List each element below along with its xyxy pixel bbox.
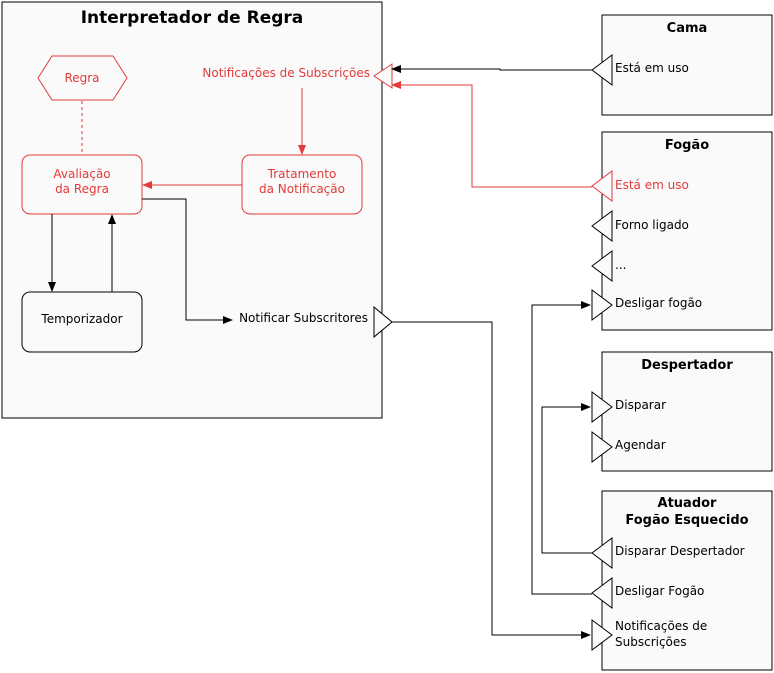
atuador-notifications-line-1: Notificações de [615, 619, 707, 633]
fogao-port-turn-off-label: Desligar fogão [615, 296, 702, 310]
cama-port-in-use[interactable] [591, 54, 613, 86]
edge-atuador-to-fogao [531, 301, 592, 595]
arrow-evaluation-to-notify [142, 198, 233, 324]
timer-label: Temporizador [40, 312, 122, 326]
cama-port-label: Está em uso [615, 61, 689, 75]
fogao-port-oven-on-label: Forno ligado [615, 218, 689, 232]
despertador-title: Despertador [641, 358, 733, 373]
cama-title: Cama [667, 21, 708, 36]
fogao-port-more[interactable] [591, 250, 613, 282]
atuador-port-notifications[interactable] [591, 619, 613, 651]
atuador-port-turn-off-stove-label: Desligar Fogão [615, 584, 704, 598]
despertador-port-trigger[interactable] [591, 391, 613, 423]
atuador-notifications-line-2: Subscrições [615, 635, 687, 649]
despertador-port-schedule[interactable] [591, 431, 613, 463]
treatment-line-1: Tratamento [267, 167, 337, 181]
atuador-port-trigger-alarm[interactable] [591, 537, 613, 569]
rule-evaluation-box[interactable]: Avaliação da Regra [21, 154, 143, 215]
evaluation-line-1: Avaliação [53, 167, 110, 181]
edge-fogao-to-interpreter [391, 81, 592, 188]
fogao-port-more-label: ... [615, 258, 626, 272]
atuador-port-trigger-alarm-label: Disparar Despertador [615, 544, 745, 558]
device-fogao: Fogão Está em uso Forno ligado ... Desli… [591, 131, 773, 331]
evaluation-line-2: da Regra [55, 182, 109, 196]
timer-box[interactable]: Temporizador [21, 291, 143, 353]
fogao-port-turn-off[interactable] [591, 289, 613, 321]
interpreter-title: Interpretador de Regra [81, 8, 304, 28]
notify-subscribers-label: Notificar Subscritores [239, 311, 368, 325]
edge-cama-to-interpreter [391, 65, 592, 73]
despertador-port-schedule-label: Agendar [615, 438, 666, 452]
notify-subscribers-port[interactable]: Notificar Subscritores [239, 305, 393, 339]
atuador-port-turn-off-stove[interactable] [591, 577, 613, 609]
notification-treatment-box[interactable]: Tratamento da Notificação [241, 154, 363, 215]
fogao-title: Fogão [665, 138, 709, 153]
despertador-port-trigger-label: Disparar [615, 398, 666, 412]
edge-notify-to-atuador [392, 321, 591, 639]
rule-label: Regra [64, 71, 99, 85]
fogao-port-in-use-label: Está em uso [615, 178, 689, 192]
fogao-port-in-use[interactable] [591, 170, 613, 202]
device-cama: Cama Está em uso [591, 14, 773, 116]
rule-hexagon[interactable]: Regra [37, 55, 128, 101]
subscription-notifications-port[interactable]: Notificações de Subscrições [202, 63, 393, 89]
device-despertador: Despertador Disparar Agendar [591, 351, 773, 472]
subscription-notifications-label: Notificações de Subscrições [202, 66, 370, 80]
atuador-title-2: Fogão Esquecido [625, 513, 748, 528]
atuador-title-1: Atuador [658, 496, 718, 511]
fogao-port-oven-on[interactable] [591, 210, 613, 242]
treatment-line-2: da Notificação [259, 182, 345, 196]
edge-atuador-to-despertador [541, 403, 592, 554]
device-atuador: Atuador Fogão Esquecido Disparar Despert… [591, 490, 773, 671]
